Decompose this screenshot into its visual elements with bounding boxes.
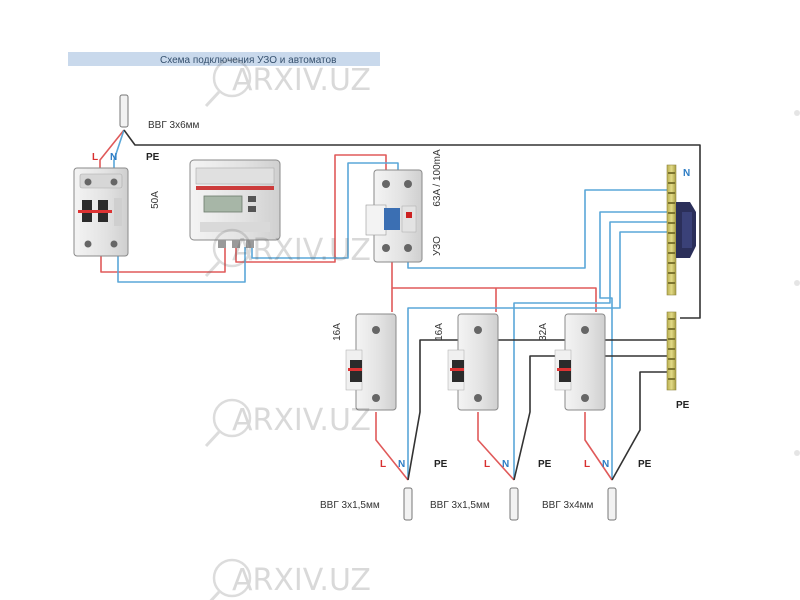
n-bus-label: N [683, 168, 690, 179]
branch-breaker: 16A [434, 313, 499, 411]
output-cable-label: ВВГ 3х1,5мм [320, 500, 380, 511]
main-breaker: 50A [73, 167, 161, 257]
rcd-handle [384, 208, 400, 230]
branch-breaker: 16A [332, 313, 397, 411]
pe-bus: PE [666, 311, 690, 411]
output-l-label: L [380, 459, 386, 470]
pe-bus-label: PE [676, 400, 690, 411]
output-cable: L N PE ВВГ 3х4мм [542, 459, 652, 521]
title-bar [68, 52, 380, 66]
rcd: 63A / 100mA УЗО [365, 149, 443, 263]
wires [99, 129, 701, 481]
watermark: ARXIV.UZ [204, 58, 371, 108]
output-l-label: L [584, 459, 590, 470]
output-l-label: L [484, 459, 490, 470]
output-pe-label: PE [638, 459, 652, 470]
rcd-name: УЗО [432, 236, 443, 256]
output-cable-label: ВВГ 3х1,5мм [430, 500, 490, 511]
watermark: ARXIV.UZ [204, 398, 371, 448]
watermark-text: ARXIV.UZ [232, 63, 371, 98]
energy-meter [189, 159, 281, 248]
watermark: ARXIV.UZ [209, 558, 371, 600]
input-cable: ВВГ 3х6мм L N PE [92, 94, 200, 163]
output-cable-label: ВВГ 3х4мм [542, 500, 594, 511]
output-cable-end [403, 487, 413, 521]
watermark-text: ARXIV.UZ [232, 403, 371, 438]
output-n-label: N [502, 459, 509, 470]
output-cable-end [509, 487, 519, 521]
watermarks: ARXIV.UZ ARXIV.UZ ARXIV.UZ ARXIV.UZ [204, 58, 800, 600]
input-cable-label: ВВГ 3х6мм [148, 120, 200, 131]
meter-red-stripe [196, 186, 274, 190]
output-cable-end [607, 487, 617, 521]
branch-breaker: 32A [538, 313, 606, 411]
breaker-rating: 16A [332, 323, 343, 341]
input-cable-end [119, 94, 129, 128]
rcd-rating: 63A / 100mA [432, 149, 443, 207]
meter-display [203, 195, 243, 213]
output-pe-label: PE [538, 459, 552, 470]
output-cable: L N PE ВВГ 3х1,5мм [320, 459, 448, 521]
output-n-label: N [602, 459, 609, 470]
breaker-rating: 16A [434, 323, 445, 341]
watermark: ARXIV.UZ [204, 228, 371, 278]
diagram-title: Схема подключения УЗО и автоматов [160, 55, 336, 66]
output-pe-label: PE [434, 459, 448, 470]
watermark-text: ARXIV.UZ [232, 233, 371, 268]
watermark-text: ARXIV.UZ [232, 563, 371, 598]
input-l-label: L [92, 152, 98, 163]
input-n-label: N [110, 152, 117, 163]
breaker-rating: 32A [538, 323, 549, 341]
output-n-label: N [398, 459, 405, 470]
output-cable: L N PE ВВГ 3х1,5мм [430, 459, 552, 521]
main-breaker-rating: 50A [150, 191, 161, 209]
neutral-bus: N [666, 164, 696, 296]
watermark-dots [794, 110, 800, 456]
input-pe-label: PE [146, 152, 160, 163]
